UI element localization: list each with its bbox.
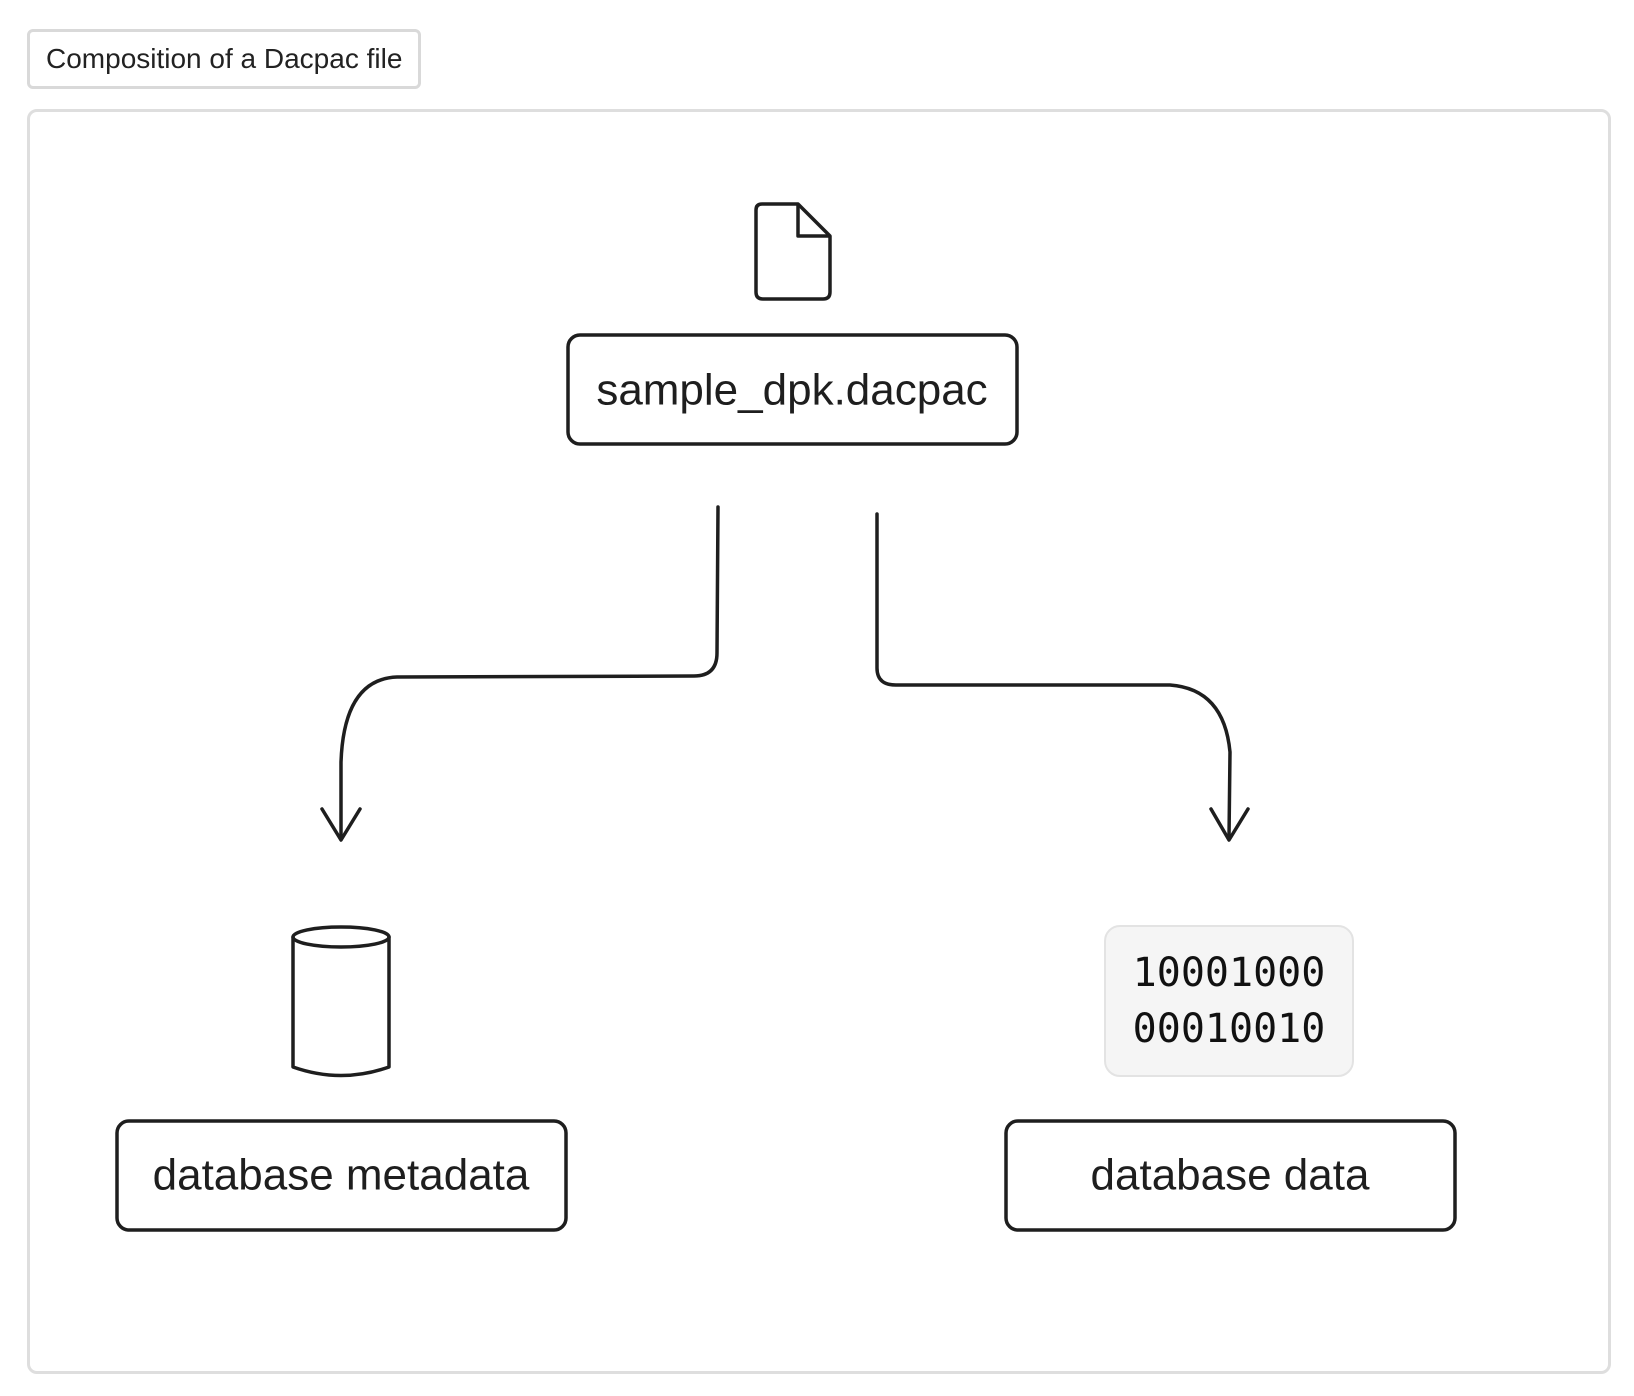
- edge-root-to-data: [875, 512, 1232, 840]
- diagram-svg: sample_dpk.dacpac database metadata data…: [115, 202, 1457, 1232]
- file-icon: [754, 202, 832, 301]
- binary-data-block: 10001000 00010010: [1104, 925, 1354, 1077]
- node-root-label: sample_dpk.dacpac: [596, 366, 987, 415]
- node-root-box[interactable]: [566, 333, 1019, 446]
- binary-line-1: 10001000: [1132, 950, 1326, 996]
- node-data-box[interactable]: [1004, 1119, 1457, 1232]
- database-cylinder-icon: [291, 925, 391, 1078]
- diagram-canvas: sample_dpk.dacpac database metadata data…: [27, 109, 1611, 1374]
- arrowhead-data: [1209, 807, 1250, 842]
- node-data-label: database data: [1091, 1151, 1370, 1200]
- binary-line-2: 00010010: [1132, 1006, 1326, 1052]
- node-metadata-label: database metadata: [153, 1151, 530, 1200]
- node-metadata-box[interactable]: [115, 1119, 568, 1232]
- arrowhead-metadata: [320, 807, 362, 842]
- edge-root-to-metadata: [339, 505, 720, 841]
- diagram-caption: Composition of a Dacpac file: [27, 29, 422, 89]
